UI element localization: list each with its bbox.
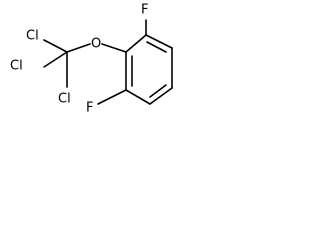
bond-oxygen-to-carbon bbox=[66, 43, 91, 53]
atom-oxygen: O bbox=[91, 37, 101, 52]
ring-bond-bottom-left bbox=[125, 89, 151, 105]
atom-chlorine-middle: Cl bbox=[10, 59, 23, 74]
ring-bond-top bbox=[125, 34, 147, 53]
bond-ring-to-oxygen bbox=[101, 43, 127, 53]
ring-double-bond-bottom-right bbox=[149, 84, 167, 98]
atom-fluorine-bottom: F bbox=[86, 101, 93, 116]
ring-double-bond-top-right bbox=[146, 41, 167, 53]
benzene-ring bbox=[125, 34, 173, 105]
structure-diagram: F F O Cl Cl Cl bbox=[0, 0, 192, 138]
bond-carbon-to-chlorine-middle bbox=[43, 51, 68, 68]
substituent-bonds bbox=[43, 19, 147, 105]
atom-chlorine-bottom: Cl bbox=[58, 92, 71, 107]
molecule-svg: F F O Cl Cl Cl bbox=[10, 3, 173, 116]
ring-bond-bottom-right bbox=[149, 87, 173, 105]
atom-labels: F F O Cl Cl Cl bbox=[10, 3, 148, 116]
bond-carbon-to-chlorine-left bbox=[43, 39, 68, 53]
atom-fluorine-top: F bbox=[141, 3, 148, 18]
bond-ring-to-fluorine-bottom bbox=[97, 89, 127, 105]
atom-chlorine-left: Cl bbox=[26, 29, 39, 44]
ring-bond-top-right bbox=[145, 34, 173, 49]
